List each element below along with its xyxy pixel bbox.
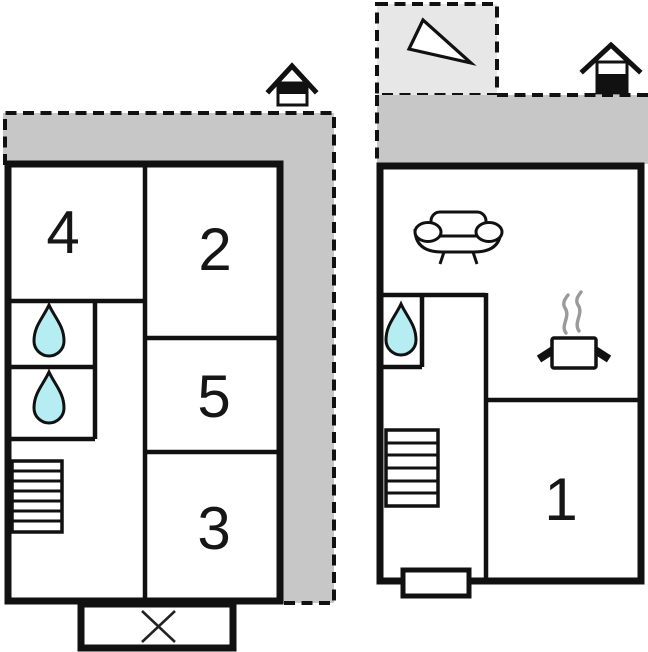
room-3-label: 3	[197, 495, 230, 562]
interior-walls-ground	[377, 292, 644, 582]
north-arrow-icon	[406, 17, 477, 66]
entrance-cross-icon	[141, 610, 176, 643]
terrace-upper-right	[281, 164, 334, 603]
room-2-label: 2	[198, 216, 231, 283]
stairs-icon	[384, 428, 440, 508]
upper-floor-plan: 4 2 5 3	[3, 62, 336, 652]
house-ground-floor-icon	[579, 41, 643, 95]
terrace-ground	[377, 95, 648, 164]
ground-floor-plan: 1	[375, 2, 648, 599]
door-marker	[400, 567, 472, 599]
stairs-icon	[10, 459, 64, 534]
water-drop-icon	[32, 368, 66, 425]
room-5-label: 5	[197, 363, 230, 430]
terrace-ground-dashed-border	[375, 93, 648, 164]
steam-icon	[562, 293, 570, 335]
sofa-icon	[413, 210, 504, 265]
room-1-label: 1	[544, 466, 577, 533]
house-upper-floor-icon	[265, 62, 319, 107]
steam-icon	[575, 290, 583, 333]
interior-walls-upper	[8, 164, 280, 601]
water-drop-icon	[32, 301, 66, 358]
terrace-upper-top	[3, 113, 334, 164]
water-drop-icon	[384, 300, 418, 357]
room-4-label: 4	[46, 199, 79, 266]
cooking-pot-icon	[536, 290, 612, 370]
